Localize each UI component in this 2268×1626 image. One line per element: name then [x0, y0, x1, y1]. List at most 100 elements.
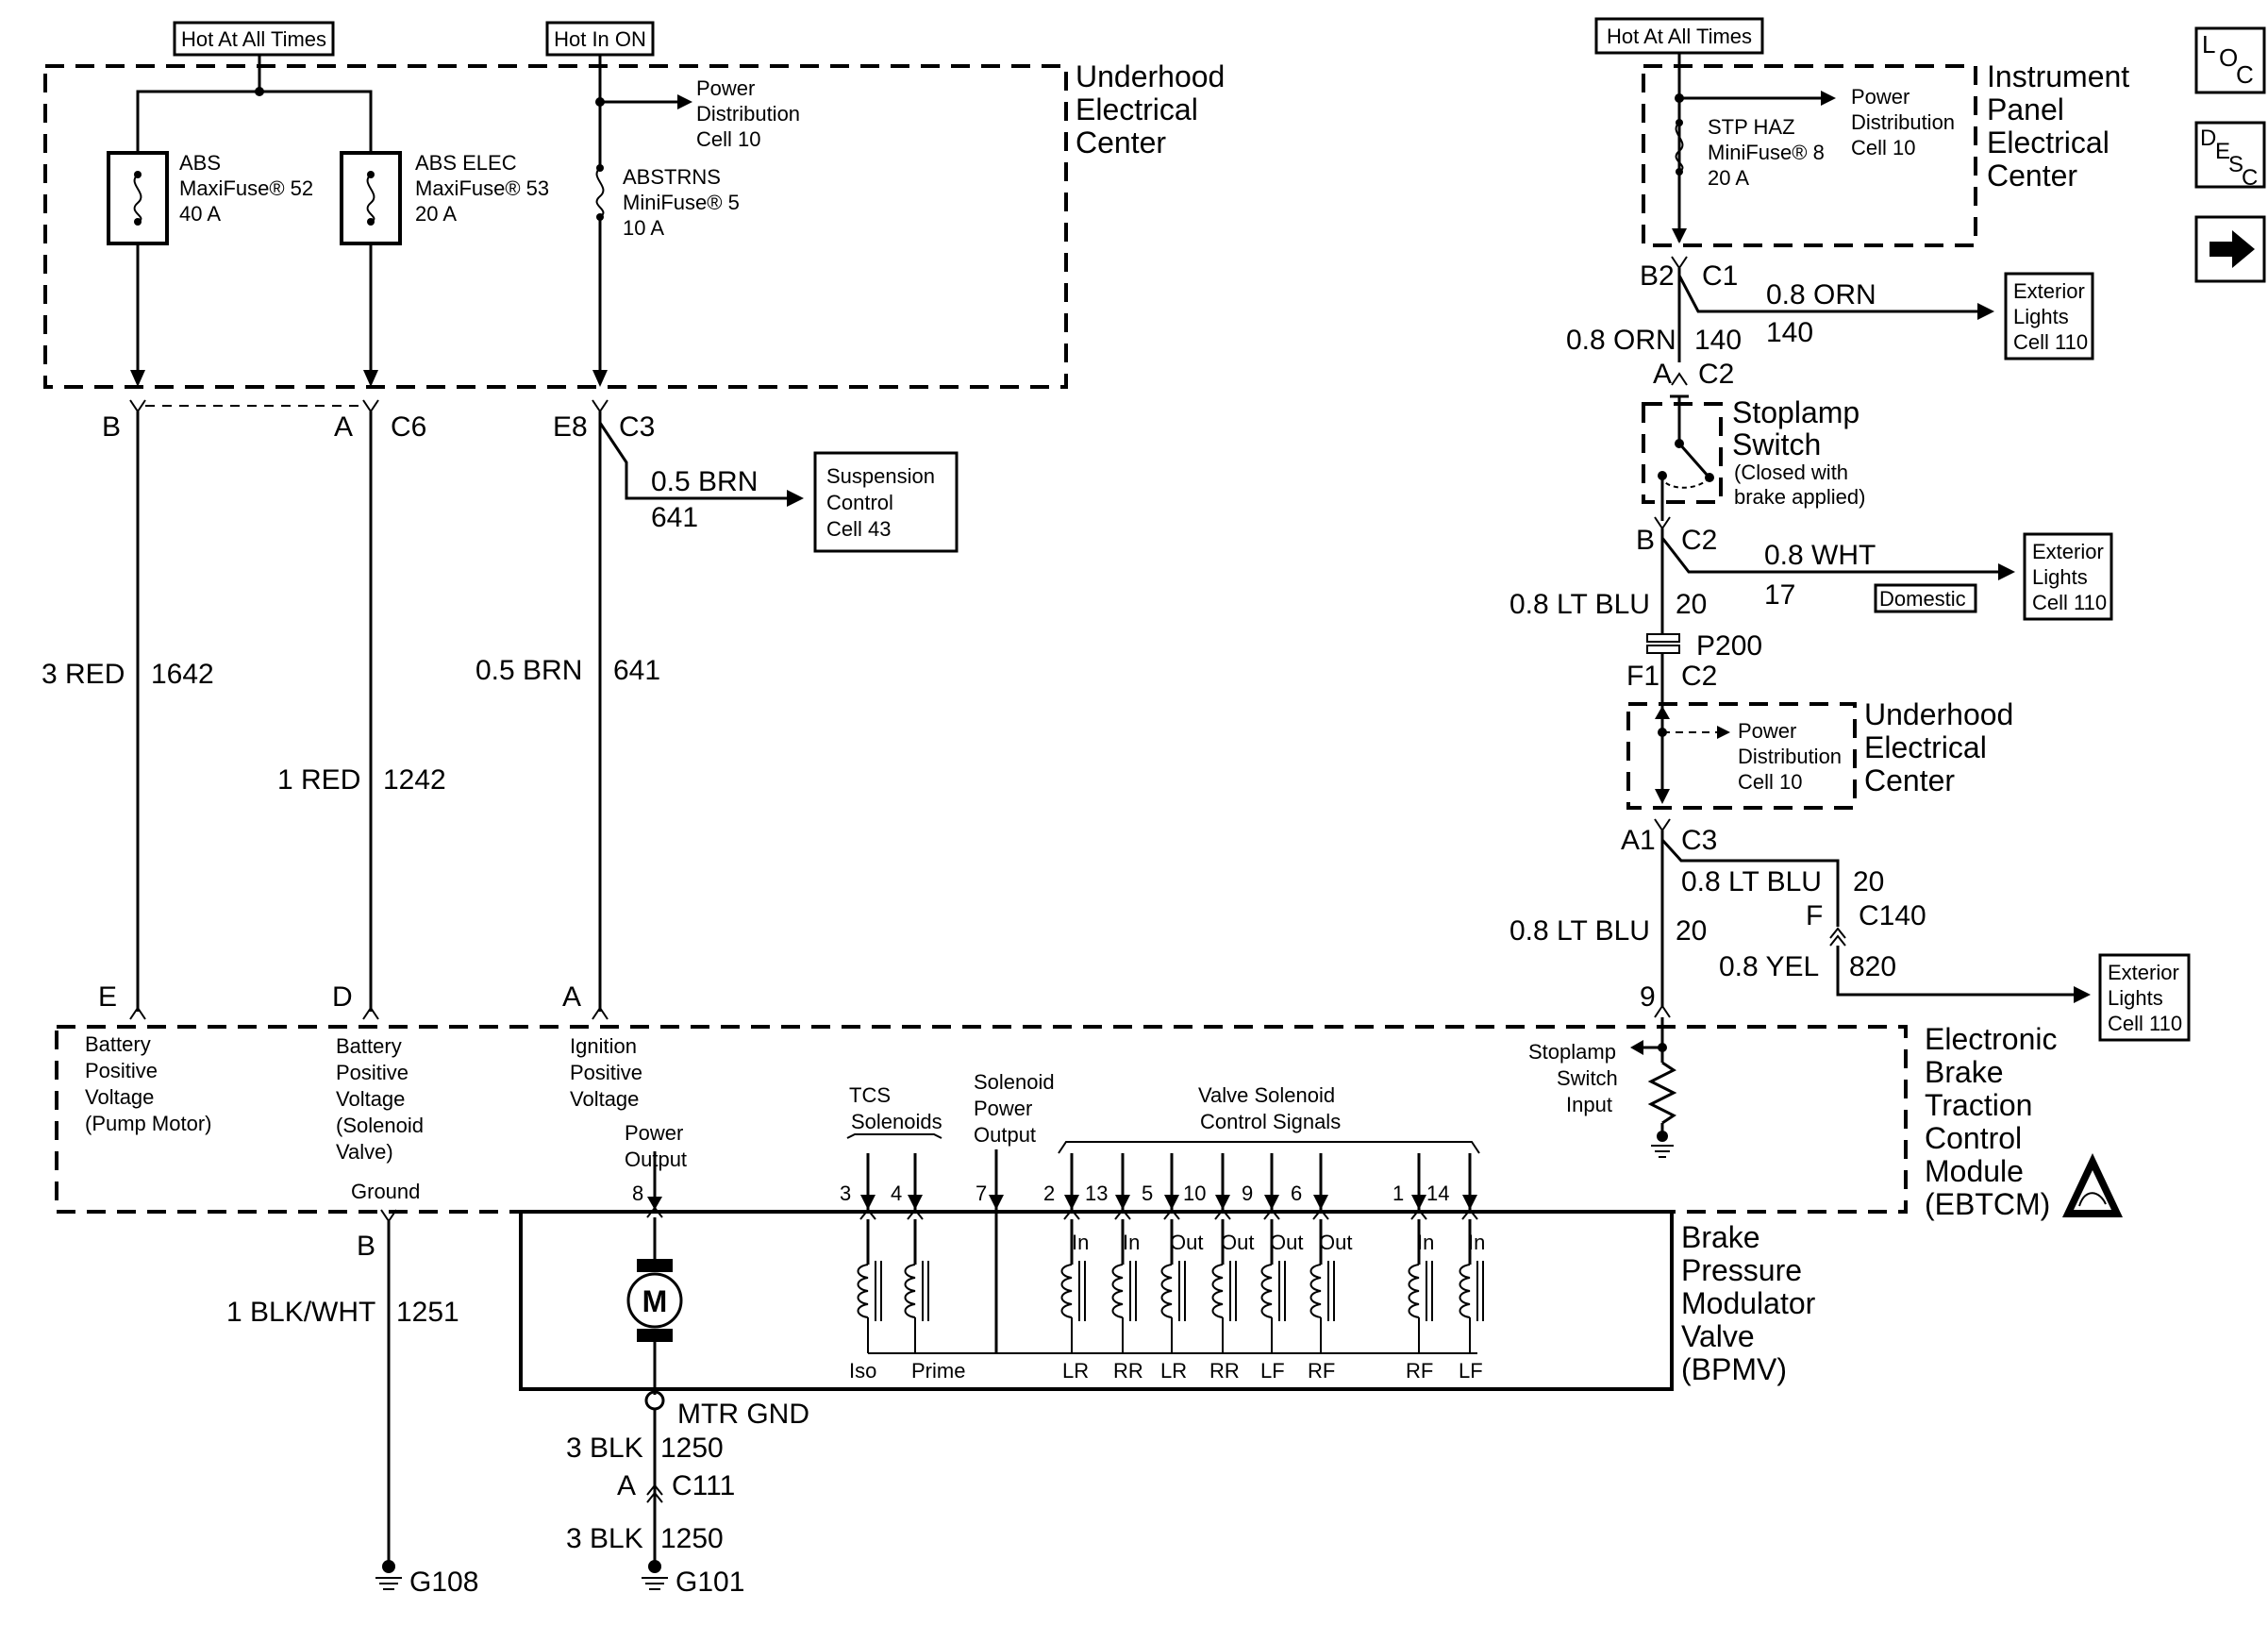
svg-text:MiniFuse® 5: MiniFuse® 5: [623, 191, 740, 214]
svg-text:MiniFuse® 8: MiniFuse® 8: [1708, 141, 1825, 164]
connector-c1-label: C1: [1702, 260, 1738, 292]
solenoid-coil: [1408, 1264, 1420, 1318]
svg-text:Positive: Positive: [336, 1061, 409, 1084]
solenoid-coil: [1260, 1264, 1273, 1318]
pin-9: 9: [1242, 1182, 1253, 1205]
hot-in-on-label: Hot In ON: [554, 27, 646, 51]
abstrns-fuse-label: ABSTRNS MiniFuse® 5 10 A: [623, 165, 740, 240]
svg-text:LF: LF: [1459, 1359, 1483, 1383]
signal-arrow: [1215, 1195, 1230, 1210]
connector-c2-label: C2: [1698, 359, 1734, 390]
underhood-center-title-2: Underhood Electrical Center: [1864, 697, 2013, 797]
pin-8: 8: [632, 1182, 643, 1205]
svg-text:Ignition: Ignition: [570, 1034, 637, 1058]
svg-text:Cell 10: Cell 10: [1851, 136, 1915, 159]
loc-button[interactable]: L O C: [2194, 26, 2266, 94]
suspension-control-box: [813, 451, 959, 553]
svg-text:Electrical: Electrical: [1076, 92, 1198, 126]
ip-electrical-center-box: [1642, 64, 1977, 247]
svg-text:Center: Center: [1076, 126, 1166, 159]
pin-5: 5: [1142, 1182, 1153, 1205]
svg-text:Brake: Brake: [1925, 1055, 2004, 1089]
svg-text:Power: Power: [696, 76, 755, 100]
solenoid-coil: [857, 1264, 869, 1318]
svg-text:Valve Solenoid: Valve Solenoid: [1198, 1083, 1335, 1107]
svg-text:Lights: Lights: [2108, 986, 2163, 1010]
svg-text:LR: LR: [1160, 1359, 1187, 1383]
svg-text:Power: Power: [1738, 719, 1796, 743]
svg-text:Switch: Switch: [1557, 1066, 1618, 1090]
connector-c140-label: C140: [1859, 900, 1926, 931]
ebtcm-pin-d: D: [332, 981, 353, 1013]
svg-text:Battery: Battery: [336, 1034, 402, 1058]
connector-pin-mark: [1263, 1208, 1280, 1220]
exterior-lights-box-1: [2004, 272, 2094, 360]
wire-number-20-mid: 20: [1853, 866, 1884, 897]
abs-fuse-label: ABS MaxiFuse® 52 40 A: [179, 151, 313, 226]
svg-text:Out: Out: [1221, 1231, 1254, 1254]
ground-g108-label: G108: [409, 1567, 478, 1598]
ebtcm-stoplamp-input-label: Stoplamp Switch Input: [1528, 1040, 1618, 1116]
ebtcm-input-battery-solenoid: Battery Positive Voltage (Solenoid Valve…: [336, 1034, 424, 1164]
wire-number-820: 820: [1849, 951, 1896, 982]
suspension-control-label: Suspension Control Cell 43: [826, 464, 935, 541]
svg-text:Power: Power: [974, 1097, 1032, 1120]
svg-text:Lights: Lights: [2032, 565, 2088, 589]
svg-text:Center: Center: [1987, 159, 2077, 193]
connector-pin-mark: [1312, 1208, 1329, 1220]
svg-text:Cell 43: Cell 43: [826, 517, 891, 541]
ebtcm-ground-label: Ground: [351, 1180, 420, 1203]
pin-13: 13: [1085, 1182, 1108, 1205]
stp-haz-minifuse-8: [1675, 119, 1684, 176]
domestic-tag: [1874, 583, 1977, 613]
svg-text:C: C: [2236, 60, 2254, 89]
abs-maxifuse-52: [107, 151, 169, 245]
ebtcm-input-ignition: Ignition Positive Voltage: [570, 1034, 642, 1111]
wire-color-0-8-yel: 0.8 YEL: [1719, 951, 1819, 982]
svg-text:Exterior: Exterior: [2032, 540, 2104, 563]
svg-text:Control Signals: Control Signals: [1200, 1110, 1341, 1133]
wire-number-1250-top: 1250: [660, 1433, 724, 1464]
svg-text:Distribution: Distribution: [1851, 110, 1955, 134]
desc-button[interactable]: D E S C: [2194, 121, 2266, 191]
svg-text:Control: Control: [1925, 1121, 2022, 1155]
svg-text:20 A: 20 A: [415, 202, 457, 226]
svg-text:Input: Input: [1566, 1093, 1612, 1116]
c140-pin-f: F: [1806, 900, 1823, 931]
connector-pin-mark: [1461, 1208, 1478, 1220]
next-page-button[interactable]: [2194, 215, 2266, 283]
domestic-label: Domestic: [1879, 587, 1966, 611]
svg-text:RR: RR: [1209, 1359, 1240, 1383]
svg-text:Panel: Panel: [1987, 92, 2064, 126]
power-distribution-label-left: Power Distribution Cell 10: [696, 76, 800, 151]
wire-color-0-8-wht: 0.8 WHT: [1764, 540, 1876, 571]
connector-pin-mark: [1063, 1208, 1080, 1220]
ip-electrical-center-title: Instrument Panel Electrical Center: [1987, 59, 2129, 193]
p200-label: P200: [1696, 630, 1762, 662]
svg-text:Suspension: Suspension: [826, 464, 935, 488]
solenoid-coil: [1309, 1264, 1322, 1318]
svg-text:Solenoids: Solenoids: [851, 1110, 942, 1133]
underhood-electrical-center-box-2: [1626, 702, 1857, 810]
svg-text:(EBTCM): (EBTCM): [1925, 1187, 2050, 1221]
pin-4: 4: [891, 1182, 902, 1205]
connector-pin-mark: [1163, 1208, 1180, 1220]
svg-text:RF: RF: [1406, 1359, 1433, 1383]
svg-text:Out: Out: [1170, 1231, 1203, 1254]
p200-inline-connector: [1646, 633, 1680, 654]
connector-e8-pin: E8: [553, 411, 588, 443]
svg-text:Cell 110: Cell 110: [2108, 1012, 2182, 1035]
wire-color-1-blk-wht: 1 BLK/WHT: [226, 1297, 375, 1328]
stp-haz-fuse-label: STP HAZ MiniFuse® 8 20 A: [1708, 115, 1825, 190]
svg-text:brake applied): brake applied): [1734, 485, 1865, 509]
wire-number-1251: 1251: [396, 1297, 459, 1328]
svg-text:(Pump Motor): (Pump Motor): [85, 1112, 211, 1135]
svg-text:Electrical: Electrical: [1864, 730, 1987, 764]
svg-text:Positive: Positive: [570, 1061, 642, 1084]
svg-text:D: D: [2200, 126, 2216, 151]
connector-b-pin: B: [102, 411, 121, 443]
underhood-electrical-center-box: [43, 64, 1068, 389]
wire-color-lt-blu-mid: 0.8 LT BLU: [1681, 866, 1822, 897]
wire-number-1250-bottom: 1250: [660, 1523, 724, 1554]
ebtcm-input-battery-pump: Battery Positive Voltage (Pump Motor): [85, 1032, 211, 1135]
